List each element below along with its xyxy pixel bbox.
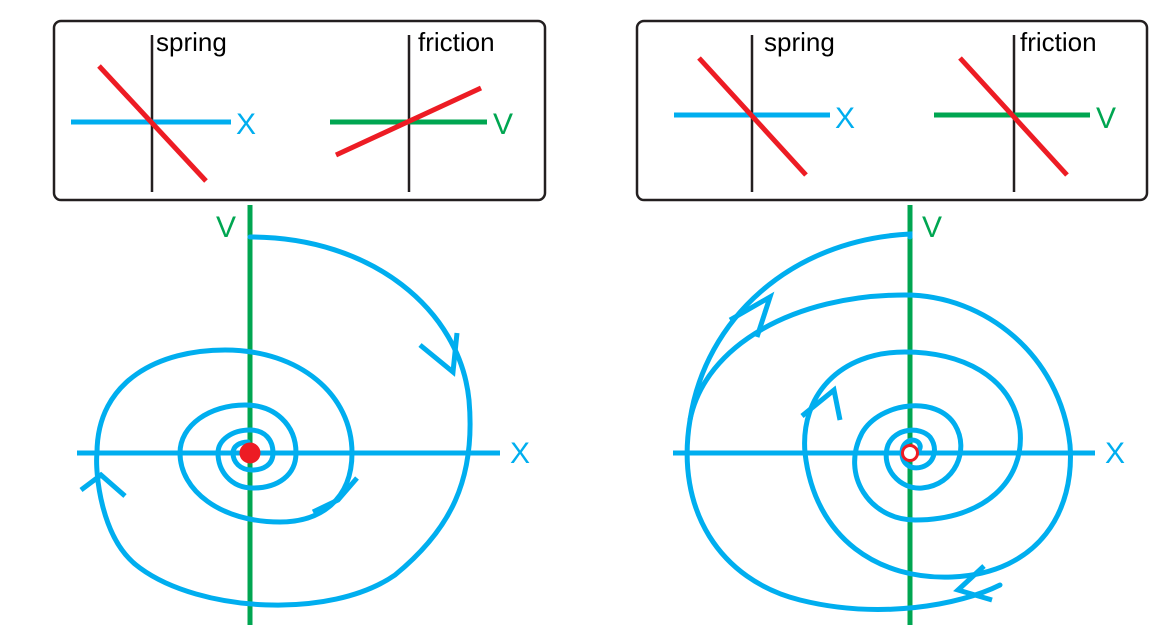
right-friction-title: friction	[1020, 27, 1097, 57]
left-flow-arrow-upper-right	[418, 332, 460, 377]
left-inset-frame	[52, 19, 547, 202]
left-spring-force-line	[97, 64, 208, 183]
left-flow-arrow-left	[79, 471, 127, 498]
right-spring-title: spring	[764, 27, 835, 57]
left-flow-arrow-inner	[311, 476, 359, 515]
left-x-axis-label: X	[510, 437, 530, 470]
right-panel: spring X friction V X V	[635, 19, 1149, 625]
right-spiral-trajectory	[684, 292, 1073, 612]
right-v-axis-label: V	[922, 211, 942, 244]
right-flow-arrow-inner-left	[800, 385, 843, 421]
left-spring-plot: spring X	[71, 27, 256, 192]
left-spiral-trajectory	[94, 234, 473, 608]
right-flow-arrow-upper-left	[728, 291, 775, 338]
right-spiral-tail	[687, 231, 913, 423]
left-friction-force-line	[334, 85, 483, 158]
left-phase-plane: X V	[77, 205, 530, 625]
right-flow-arrow-bottom	[953, 564, 993, 603]
right-inset-frame	[635, 19, 1149, 202]
left-v-axis-label: V	[216, 211, 236, 244]
right-spring-x-label: X	[835, 102, 855, 135]
right-friction-force-line	[958, 56, 1069, 177]
left-fixed-point	[239, 442, 261, 464]
left-friction-plot: friction V	[330, 27, 513, 192]
right-friction-plot: friction V	[934, 27, 1116, 192]
right-spring-plot: spring X	[674, 27, 855, 192]
left-friction-v-label: V	[493, 108, 513, 141]
right-spring-force-line	[697, 56, 808, 177]
right-x-axis-label: X	[1105, 437, 1125, 470]
right-friction-v-label: V	[1096, 102, 1116, 135]
left-spring-x-label: X	[236, 108, 256, 141]
left-spring-title: spring	[156, 27, 227, 57]
right-phase-plane: X V	[673, 205, 1125, 625]
right-fixed-point	[901, 444, 919, 462]
left-panel: spring X friction V X V	[52, 19, 547, 625]
left-friction-title: friction	[418, 27, 495, 57]
